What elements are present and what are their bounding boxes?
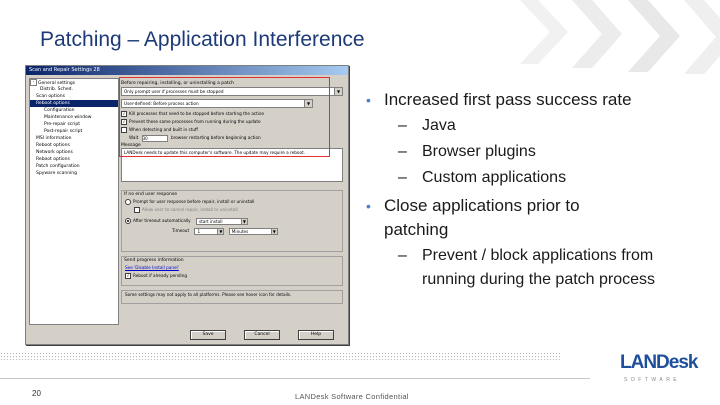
tree-item[interactable]: Network options [36, 150, 73, 155]
tree-item[interactable]: MSI information [36, 136, 72, 141]
tree-item-selected[interactable]: Reboot options [30, 100, 118, 107]
settings-tree: -General settings Distrib. Sched. Scan o… [29, 78, 119, 325]
dialog-titlebar: Scan and Repair Settings 28 [26, 66, 348, 75]
radio-icon [125, 199, 131, 205]
tree-item[interactable]: Patch configuration [36, 164, 80, 169]
chevron-down-icon: ▼ [334, 88, 342, 95]
tree-item[interactable]: Pre-repair script [44, 122, 80, 127]
checkbox-checked-icon: ✓ [121, 119, 127, 125]
bullet-dot-icon: • [366, 198, 371, 214]
section-label: Before repairing, installing, or uninsta… [121, 81, 234, 86]
cancel-button[interactable]: Cancel [244, 330, 280, 340]
tree-item[interactable]: -General settings [30, 79, 118, 86]
tree-item[interactable]: Maintenance window [44, 115, 92, 120]
checkbox-icon [134, 207, 140, 213]
prompt-mode-select[interactable]: Only prompt user if processes must be st… [121, 87, 343, 96]
footer-line [0, 378, 590, 379]
settings-dialog: Scan and Repair Settings 28 -General set… [25, 65, 349, 345]
tree-item[interactable]: Reboot options [36, 157, 70, 162]
tree-item[interactable]: Configuration [44, 108, 75, 113]
logo-text: LANDesk [620, 352, 698, 373]
progress-group: Send progress information See 'Disable I… [121, 256, 343, 286]
chevron-down-icon: ▼ [217, 228, 224, 234]
allow-cancel-checkbox[interactable]: Allow user to cancel repair, install or … [122, 206, 342, 214]
wait-input[interactable]: 30 [141, 134, 168, 142]
sub-bullet-item: –Browser plugins [398, 143, 536, 160]
sub-bullet-item: –Custom applications [398, 169, 567, 186]
chevron-down-icon: ▼ [270, 228, 277, 234]
reboot-pending-checkbox[interactable]: ✓Reboot if already pending [125, 273, 188, 279]
logo-subtext: SOFTWARE [624, 377, 681, 383]
slide-title: Patching – Application Interference [40, 28, 365, 51]
save-button[interactable]: Save [190, 330, 226, 340]
checkbox-icon [121, 127, 127, 133]
tree-item[interactable]: Post-repair script [44, 129, 83, 134]
timeout-row: Timeout 1▼ Minutes▼ [172, 227, 278, 235]
auto-action-select[interactable]: start install▼ [195, 217, 248, 225]
process-action-select[interactable]: User-defined: Before process action▼ [121, 99, 313, 108]
kill-processes-checkbox[interactable]: ✓Kill processes that need to be stopped … [121, 111, 265, 117]
auto-radio[interactable]: After timeout automatically start instal… [122, 217, 342, 225]
bullet-dot-icon: • [366, 92, 371, 108]
note-group: Some settings may not apply to all platf… [121, 290, 343, 304]
highlight-box [119, 77, 330, 157]
checkbox-checked-icon: ✓ [125, 273, 131, 279]
sub-bullet-item: –Java [398, 117, 456, 134]
bullet-item: •Close applications prior to [360, 194, 580, 218]
landesk-logo: LANDesk SOFTWARE [620, 352, 700, 387]
detect-checkbox[interactable]: When detecting and built in stuff [121, 126, 343, 134]
end-user-label: If no end user response [124, 192, 177, 197]
disable-install-link[interactable]: See 'Disable Install panel' [125, 265, 179, 270]
settings-panel: Before repairing, installing, or uninsta… [121, 78, 343, 304]
prevent-processes-checkbox[interactable]: ✓Prevent these same processes from runni… [121, 119, 261, 125]
checkbox-checked-icon: ✓ [121, 111, 127, 117]
message-label: Message [121, 143, 141, 148]
help-button[interactable]: Help [298, 330, 334, 340]
dotted-divider [0, 352, 560, 360]
prompt-radio[interactable]: Prompt for user response before repair, … [122, 198, 342, 206]
timeout-unit-select[interactable]: Minutes▼ [228, 227, 278, 235]
folder-icon: - [30, 79, 37, 86]
radio-selected-icon [125, 218, 131, 224]
bullet-item-continuation: patching [384, 220, 449, 239]
message-textarea[interactable]: LANDesk needs to update this computer's … [121, 148, 343, 182]
confidential-notice: LANDesk Software Confidential [295, 392, 409, 401]
timeout-input[interactable]: 1▼ [194, 227, 225, 235]
sub-bullet-item: –Prevent / block applications from [398, 247, 654, 264]
progress-label: Send progress information [124, 258, 184, 263]
end-user-group: If no end user response Prompt for user … [121, 190, 343, 252]
page-number: 20 [32, 389, 41, 398]
chevron-down-icon: ▼ [240, 218, 247, 224]
chevron-decoration-icon [520, 0, 720, 74]
chevron-down-icon: ▼ [304, 100, 312, 107]
sub-bullet-continuation: running during the patch process [422, 271, 656, 288]
tree-item[interactable]: Distrib. Sched. [40, 87, 73, 92]
tree-item[interactable]: Scan options [36, 94, 65, 99]
platform-note: Some settings may not apply to all platf… [125, 292, 292, 297]
wait-row: Wait 30 browser restarting before beginn… [129, 134, 261, 142]
bullet-item: •Increased first pass success rate [360, 88, 632, 112]
tree-item[interactable]: Spyware scanning [36, 171, 78, 176]
tree-item[interactable]: Reboot options [36, 143, 70, 148]
